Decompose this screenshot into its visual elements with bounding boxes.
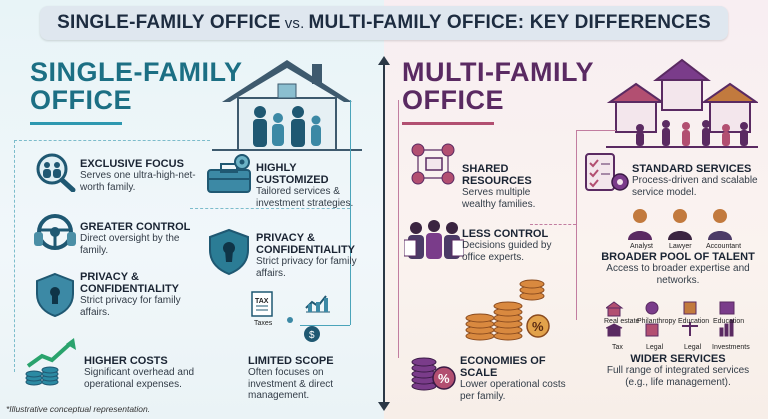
left-bottom-connector xyxy=(300,325,350,326)
service-real-estate: Real estate xyxy=(604,318,640,325)
single-title-line2: OFFICE xyxy=(30,85,132,115)
item-heading: PRIVACY & CONFIDENTIALITY xyxy=(256,232,355,256)
item-description: Significant overhead and operational exp… xyxy=(84,367,195,390)
multiple-houses-icon xyxy=(606,58,758,148)
item-description: Access to broader expertise and networks… xyxy=(606,263,750,286)
service-investments: Investments xyxy=(712,344,750,351)
item-heading: EXCLUSIVE FOCUS xyxy=(80,158,184,170)
title-vs: vs. xyxy=(284,14,305,32)
svg-text:%: % xyxy=(532,319,544,334)
page-title: SINGLE-FAMILY OFFICE vs. MULTI-FAMILY OF… xyxy=(40,6,728,40)
single-title-line1: SINGLE-FAMILY xyxy=(30,57,243,87)
item-heading: HIGHLY CUSTOMIZED xyxy=(256,162,329,186)
shield-keyhole-icon xyxy=(209,228,249,276)
less-control-item: LESS CONTROL Decisions guided by office … xyxy=(462,228,566,263)
item-description: Tailored services & investment strategie… xyxy=(256,186,354,209)
rising-costs-icon xyxy=(25,338,76,386)
standard-services-item: STANDARD SERVICES Process-driven and sca… xyxy=(632,163,758,198)
item-description: Full range of integrated services (e.g.,… xyxy=(606,365,750,388)
item-description: Often focuses on investment & direct man… xyxy=(248,367,334,401)
privacy-item-left: PRIVACY & CONFIDENTIALITY Strict privacy… xyxy=(80,271,198,318)
right-connector-line xyxy=(398,100,399,358)
item-description: Strict privacy for family affairs. xyxy=(256,256,357,279)
limited-scope-item: LIMITED SCOPE Often focuses on investmen… xyxy=(248,355,366,402)
service-education-1: Education xyxy=(678,318,710,325)
left-top-connector xyxy=(14,140,210,141)
divider-arrow-down xyxy=(378,402,390,411)
shield-lock-icon xyxy=(36,272,74,318)
right-branch-connector xyxy=(530,224,576,225)
item-description: Lower operational costs per family. xyxy=(460,379,566,402)
service-legal-1: Legal xyxy=(646,344,664,351)
item-description: Serves one ultra-high-net-worth family. xyxy=(80,170,196,193)
talent-people-icon xyxy=(628,209,732,240)
left-mid-connector xyxy=(190,208,350,209)
shared-resources-icon xyxy=(411,143,455,185)
single-underline xyxy=(30,122,122,125)
role-lawyer-label: Lawyer xyxy=(669,243,692,250)
item-heading: ECONOMIES OF SCALE xyxy=(460,355,546,379)
wider-services-item: WIDER SERVICES Full range of integrated … xyxy=(596,353,760,388)
shared-resources-item: SHARED RESOURCES Serves multiple wealthy… xyxy=(462,163,566,210)
svg-text:%: % xyxy=(438,371,450,386)
item-description: Direct oversight by the family. xyxy=(80,233,180,256)
item-heading: HIGHER COSTS xyxy=(84,355,168,367)
item-heading: BROADER POOL OF TALENT xyxy=(601,251,755,263)
service-tax: Tax xyxy=(612,344,623,351)
item-heading: SHARED RESOURCES xyxy=(462,163,532,187)
item-heading: GREATER CONTROL xyxy=(80,221,191,233)
item-description: Decisions guided by office experts. xyxy=(462,240,552,263)
item-heading: WIDER SERVICES xyxy=(630,353,726,365)
multi-title-line2: OFFICE xyxy=(402,85,504,115)
privacy-item-right: PRIVACY & CONFIDENTIALITY Strict privacy… xyxy=(256,232,368,279)
item-description: Strict privacy for family affairs. xyxy=(80,295,181,318)
left-right-connector xyxy=(350,100,351,325)
coins-percent-icon: % xyxy=(411,357,456,391)
coin-stack-percent-icon: % xyxy=(465,279,550,341)
title-part-single: SINGLE-FAMILY OFFICE xyxy=(57,12,281,33)
right-mid-connector xyxy=(576,130,577,320)
higher-costs-item: HIGHER COSTS Significant overhead and op… xyxy=(84,355,204,390)
house-family-icon xyxy=(212,60,362,151)
center-divider xyxy=(383,62,385,404)
economies-of-scale-item: ECONOMIES OF SCALE Lower operational cos… xyxy=(460,355,578,402)
steering-wheel-icon xyxy=(34,214,76,250)
divider-arrow-up xyxy=(378,56,390,65)
highly-customized-item: HIGHLY CUSTOMIZED Tailored services & in… xyxy=(256,162,368,209)
multi-title-line1: MULTI-FAMILY xyxy=(402,57,594,87)
single-family-heading: SINGLE-FAMILY OFFICE xyxy=(30,58,243,114)
service-legal-2: Legal xyxy=(684,344,702,351)
broader-talent-item: BROADER POOL OF TALENT Access to broader… xyxy=(596,251,760,286)
multi-family-heading: MULTI-FAMILY OFFICE xyxy=(402,58,594,114)
item-description: Serves multiple wealthy families. xyxy=(462,187,536,210)
item-heading: LESS CONTROL xyxy=(462,228,549,240)
service-philanthropy: Philanthropy xyxy=(637,318,676,325)
tax-doc-label: TAX xyxy=(255,298,269,305)
item-description: Process-driven and scalable service mode… xyxy=(632,175,758,198)
limited-scope-icons: $ xyxy=(251,291,330,342)
item-heading: STANDARD SERVICES xyxy=(632,163,752,175)
checklist-gear-icon xyxy=(585,153,629,191)
toolbox-gear-icon xyxy=(207,154,251,193)
family-magnifier-icon xyxy=(36,153,76,192)
title-part-multi: MULTI-FAMILY OFFICE: KEY DIFFERENCES xyxy=(308,12,711,33)
footnote: *Illustrative conceptual representation. xyxy=(6,404,151,414)
role-analyst-label: Analyst xyxy=(630,243,653,250)
right-top-connector xyxy=(576,130,616,131)
service-education-2: Education xyxy=(713,318,745,325)
item-heading: LIMITED SCOPE xyxy=(248,355,334,367)
services-grid-icons xyxy=(606,301,735,337)
taxes-label: Taxes xyxy=(254,320,273,327)
svg-text:$: $ xyxy=(309,330,315,341)
exclusive-focus-item: EXCLUSIVE FOCUS Serves one ultra-high-ne… xyxy=(80,158,198,193)
office-experts-icon xyxy=(404,220,464,259)
multi-underline xyxy=(402,122,494,125)
role-accountant-label: Accountant xyxy=(706,243,742,250)
greater-control-item: GREATER CONTROL Direct oversight by the … xyxy=(80,221,198,256)
item-heading: PRIVACY & CONFIDENTIALITY xyxy=(80,271,179,295)
left-connector-line xyxy=(14,140,15,372)
